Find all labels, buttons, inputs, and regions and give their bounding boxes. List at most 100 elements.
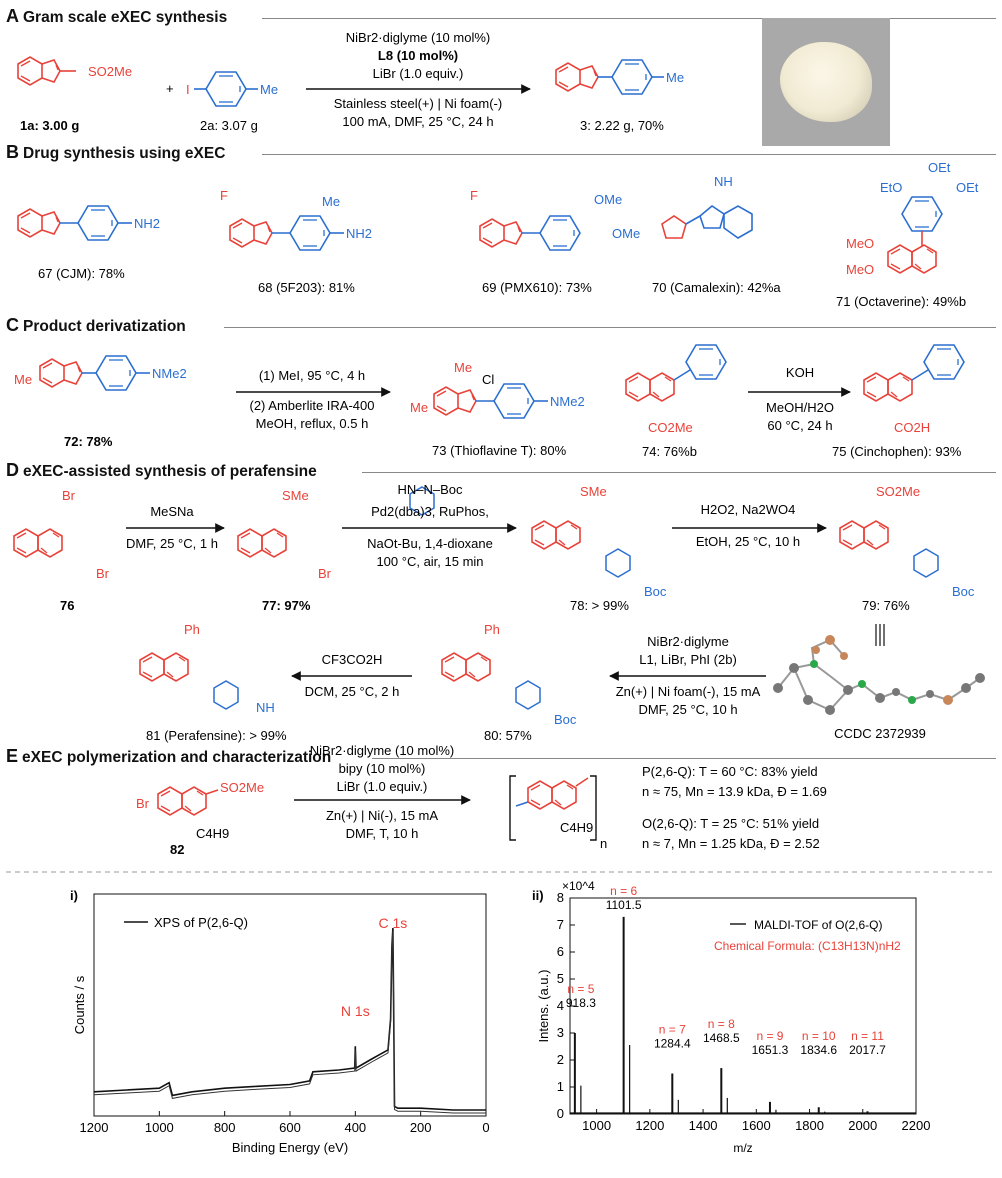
cond-a-5: 100 mA, DMF, 25 °C, 24 h	[342, 114, 493, 129]
xps-xtick-label-6: 0	[482, 1120, 489, 1135]
bromo-label-76b: Br	[96, 566, 110, 581]
maldi-ytick-label-6: 6	[557, 944, 564, 959]
dimethylamine-label: NMe2	[152, 366, 187, 381]
panel-ii-label: ii)	[532, 888, 544, 903]
label-71: 71 (Octaverine): 49%b	[836, 294, 966, 309]
cond-d1-b: DMF, 25 °C, 1 h	[126, 536, 218, 551]
compound-69: F OMe OMe 69 (PMX610): 73%	[470, 188, 640, 295]
methyl-label-68: Me	[322, 194, 340, 209]
cond-a-4: Stainless steel(+) | Ni foam(-)	[334, 96, 502, 111]
iodo-label: I	[186, 82, 190, 97]
label-72: 72: 78%	[64, 434, 113, 449]
cond-d3-a: H2O2, Na2WO4	[701, 502, 796, 517]
maldi-mz-label-6: 2017.7	[849, 1043, 886, 1057]
sulfonyl-label: SO2Me	[88, 64, 132, 79]
methoxy-label-71a: MeO	[846, 236, 874, 251]
cond-e-5: DMF, T, 10 h	[346, 826, 419, 841]
methoxy-label-71b: MeO	[846, 262, 874, 277]
maldi-ytick-label-3: 3	[557, 1025, 564, 1040]
ethoxy-label-2: EtO	[880, 180, 902, 195]
section-c-rule	[224, 327, 996, 328]
methyl-label-3: Me	[666, 70, 684, 85]
compound-80: Ph Boc 80: 57%	[441, 622, 577, 743]
cond-c1-b: (2) Amberlite IRA-400	[250, 398, 375, 413]
maldi-xtick-label-6: 2200	[902, 1118, 931, 1133]
xps-xtick-label-1: 1000	[145, 1120, 174, 1135]
sme-label-78: SMe	[580, 484, 607, 499]
maldi-n-label-0: n = 5	[567, 982, 594, 996]
amine-label: NH2	[134, 216, 160, 231]
maldi-ytick-label-0: 0	[557, 1106, 564, 1121]
xps-peak-label-1: N 1s	[341, 1003, 370, 1019]
compound-3: Me 3: 2.22 g, 70%	[555, 59, 684, 133]
label-70: 70 (Camalexin): 42%a	[652, 280, 781, 295]
crystal-structure: CCDC 2372939	[773, 624, 985, 741]
compound-72: Me NMe2 72: 78%	[14, 355, 187, 449]
ph-label-80: Ph	[484, 622, 500, 637]
polymer-p-result-2: n ≈ 75, Mn = 13.9 kDa, Đ = 1.69	[642, 784, 827, 799]
nh-label-81: NH	[256, 700, 275, 715]
cond-d2-a: Pd2(dba)3, RuPhos,	[371, 504, 489, 519]
acid-label: CO2H	[894, 420, 930, 435]
maldi-ytick-label-5: 5	[557, 971, 564, 986]
dimethylamine-label-73: NMe2	[550, 394, 585, 409]
xps-frame	[93, 893, 487, 1117]
fluoro-label: F	[220, 188, 228, 203]
polymer-o-result-1: O(2,6-Q): T = 25 °C: 51% yield	[642, 816, 819, 831]
reaction-schemes: SO2Me 1a: 3.00 g + I Me 2a: 3.07 g NiBr2…	[6, 30, 996, 873]
xps-xtick-label-4: 400	[344, 1120, 366, 1135]
cond-d5-a: CF3CO2H	[322, 652, 383, 667]
product-photo	[762, 18, 890, 146]
methyl-label: Me	[260, 82, 278, 97]
maldi-formula: Chemical Formula: (C13H13N)nH2	[714, 939, 901, 953]
compound-74: CO2Me 74: 76%b	[625, 344, 727, 459]
label-68: 68 (5F203): 81%	[258, 280, 355, 295]
xps-xlabel: Binding Energy (eV)	[232, 1140, 348, 1155]
maldi-xlabel: m/z	[733, 1141, 752, 1155]
cond-c2-c: 60 °C, 24 h	[767, 418, 832, 433]
ph-label-81: Ph	[184, 622, 200, 637]
xps-ylabel: Counts / s	[72, 975, 87, 1034]
compound-1a: SO2Me 1a: 3.00 g	[17, 56, 132, 133]
butyl-label-82: C4H9	[196, 826, 229, 841]
xps-peak-label-0: C 1s	[379, 915, 408, 931]
cond-d5-b: DCM, 25 °C, 2 h	[305, 684, 400, 699]
label-81: 81 (Perafensine): > 99%	[146, 728, 287, 743]
maldi-ytick-label-1: 1	[557, 1079, 564, 1094]
cond-d2-b: NaOt-Bu, 1,4-dioxane	[367, 536, 493, 551]
fluoro-label-69: F	[470, 188, 478, 203]
cond-a-2: L8 (10 mol%)	[378, 48, 458, 63]
label-78: 78: > 99%	[570, 598, 629, 613]
cond-d1-a: MeSNa	[150, 504, 194, 519]
chloride-label: Cl	[482, 372, 494, 387]
maldi-xtick-label-5: 2000	[848, 1118, 877, 1133]
repeat-n-label: n	[600, 836, 607, 851]
polymer-structure: C4H9 n	[509, 775, 607, 851]
bromo-label-77: Br	[318, 566, 332, 581]
cond-c2-a: KOH	[786, 365, 814, 380]
cond-d4-a: NiBr2·diglyme	[647, 634, 729, 649]
label-80: 80: 57%	[484, 728, 532, 743]
label-2a: 2a: 3.07 g	[200, 118, 258, 133]
compound-77: SMe Br 77: 97%	[237, 488, 332, 613]
label-74: 74: 76%b	[642, 444, 697, 459]
maldi-mz-label-3: 1468.5	[703, 1031, 740, 1045]
bromo-label-76a: Br	[62, 488, 76, 503]
cond-c1-a: (1) MeI, 95 °C, 4 h	[259, 368, 365, 383]
section-d-rule	[362, 472, 996, 473]
butyl-label-polymer: C4H9	[560, 820, 593, 835]
maldi-ytick-label-4: 4	[557, 998, 564, 1013]
polymer-o-result-2: n ≈ 7, Mn = 1.25 kDa, Đ = 2.52	[642, 836, 820, 851]
maldi-legend-text: MALDI-TOF of O(2,6-Q)	[754, 918, 882, 932]
indole-nh-label: NH	[714, 174, 733, 189]
compound-82: Br SO2Me C4H9 82	[136, 780, 264, 857]
maldi-mz-label-2: 1284.4	[654, 1037, 691, 1051]
compound-68: F NH2 Me 68 (5F203): 81%	[220, 188, 372, 295]
sme-label-77: SMe	[282, 488, 309, 503]
label-3: 3: 2.22 g, 70%	[580, 118, 664, 133]
section-e-rule	[372, 758, 996, 759]
